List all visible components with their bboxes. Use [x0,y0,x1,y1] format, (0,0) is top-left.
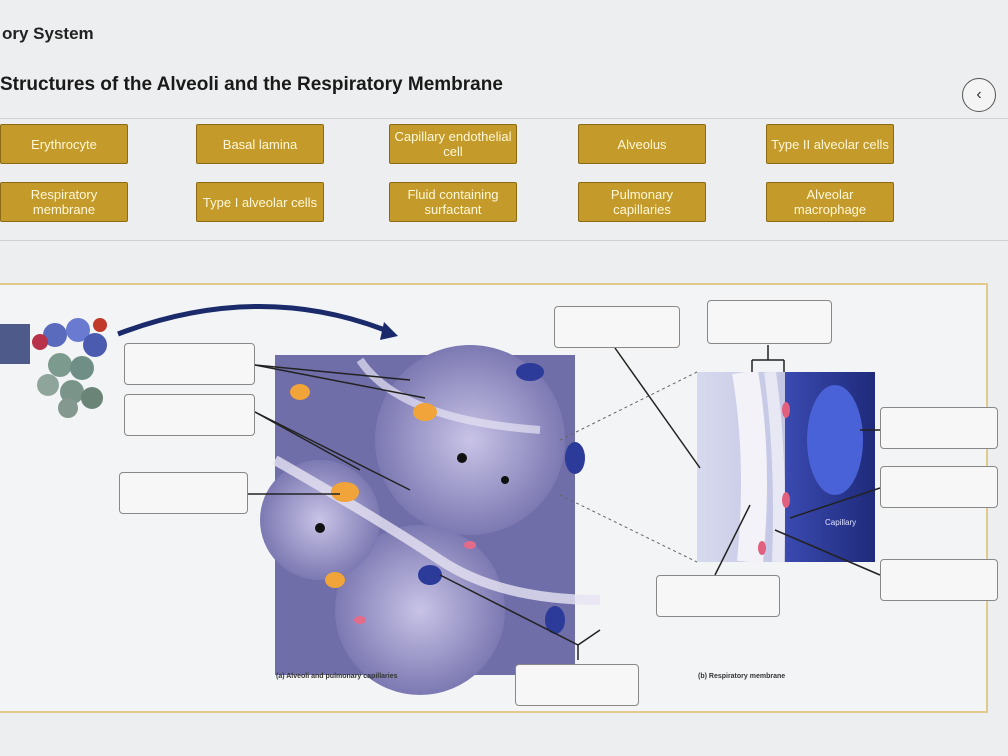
label-chip-basal-lamina[interactable]: Basal lamina [196,124,324,164]
label-chip-capillary-endothelial-cell[interactable]: Capillary endothelial cell [389,124,517,164]
label-chip-respiratory-membrane[interactable]: Respiratory membrane [0,182,128,222]
drop-target-10[interactable] [515,664,639,706]
header-divider [0,118,1008,119]
page-title: Structures of the Alveoli and the Respir… [0,74,503,95]
alveolar-sac-icon [0,318,107,418]
caption-b: (b) Respiratory membrane [698,673,786,680]
drop-target-8[interactable] [880,559,998,601]
bank-divider [0,240,1008,241]
drop-target-2[interactable] [124,394,255,436]
drop-target-5[interactable] [707,300,832,344]
respiratory-membrane-detail: Capillary [697,369,875,564]
alveoli-cross-section [260,345,601,695]
leader-lines [248,345,881,660]
capillary-text: Capillary [825,518,856,527]
back-button[interactable]: ‹ [962,78,996,112]
app-title: ory System [2,24,94,43]
drop-target-7[interactable] [880,466,998,508]
caption-a: (a) Alveoli and pulmonary capillaries [276,673,398,680]
label-chip-fluid-containing-surfactant[interactable]: Fluid containing surfactant [389,182,517,222]
drop-target-6[interactable] [880,407,998,449]
drop-target-9[interactable] [656,575,780,617]
drop-target-1[interactable] [124,343,255,385]
label-chip-alveolus[interactable]: Alveolus [578,124,706,164]
label-chip-type-ii-alveolar-cells[interactable]: Type II alveolar cells [766,124,894,164]
label-chip-alveolar-macrophage[interactable]: Alveolar macrophage [766,182,894,222]
chevron-left-icon: ‹ [976,86,982,103]
label-chip-erythrocyte[interactable]: Erythrocyte [0,124,128,164]
label-chip-type-i-alveolar-cells[interactable]: Type I alveolar cells [196,182,324,222]
drop-target-3[interactable] [119,472,248,514]
drop-target-4[interactable] [554,306,680,348]
label-chip-pulmonary-capillaries[interactable]: Pulmonary capillaries [578,182,706,222]
